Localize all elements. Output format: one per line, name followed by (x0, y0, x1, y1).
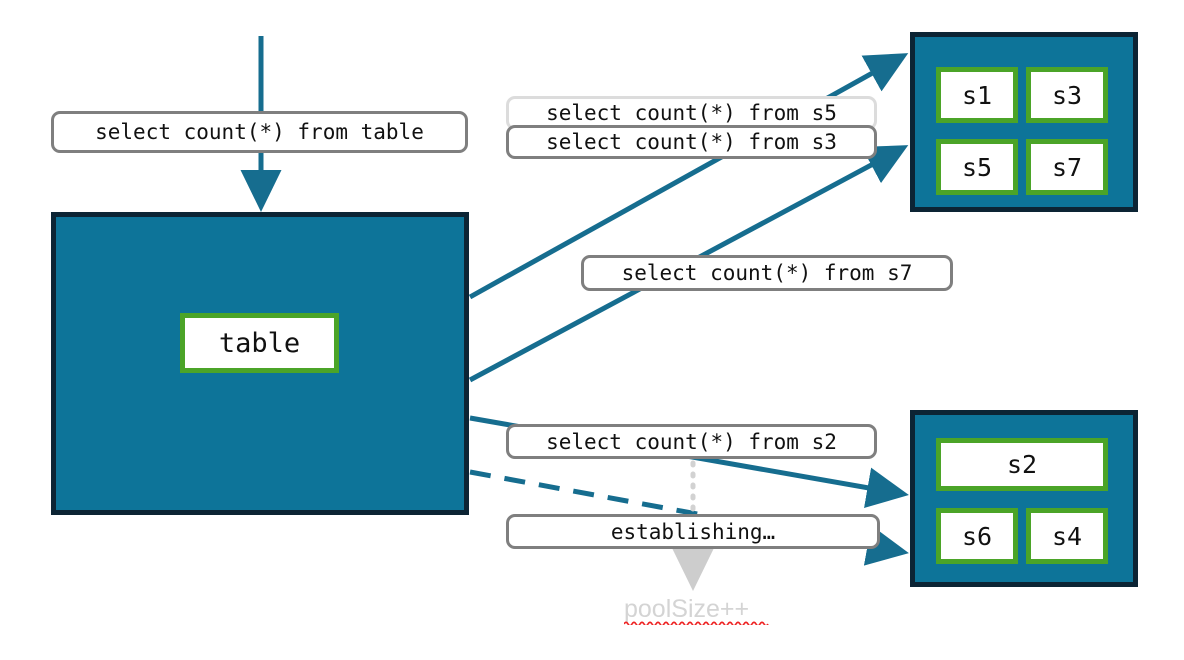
node-s6[interactable]: s6 (936, 508, 1018, 564)
pill-query-s3-label: select count(*) from s3 (546, 130, 837, 154)
node-s6-label: s6 (961, 521, 993, 551)
node-s7[interactable]: s7 (1026, 139, 1108, 195)
pill-root-query-label: select count(*) from table (95, 120, 424, 144)
node-table-label: table (218, 327, 301, 359)
node-s1[interactable]: s1 (936, 67, 1018, 123)
pill-establishing-label: establishing… (610, 519, 776, 544)
node-table[interactable]: table (180, 313, 339, 373)
poolsize-text: poolSize++ (624, 595, 749, 624)
node-s4[interactable]: s4 (1026, 508, 1108, 564)
pill-query-s7-label: select count(*) from s7 (621, 261, 913, 285)
table-panel (51, 212, 469, 515)
node-s5-label: s5 (961, 152, 993, 182)
node-s4-label: s4 (1051, 521, 1083, 551)
node-s5[interactable]: s5 (936, 139, 1018, 195)
node-s2[interactable]: s2 (936, 438, 1108, 491)
node-s7-label: s7 (1051, 152, 1083, 182)
pill-query-s7[interactable]: select count(*) from s7 (581, 255, 953, 291)
pill-query-s2[interactable]: select count(*) from s2 (506, 424, 877, 459)
node-s1-label: s1 (961, 80, 993, 110)
node-s3-label: s3 (1051, 80, 1083, 110)
poolsize-label: poolSize++ (624, 595, 750, 623)
node-s2-label: s2 (1006, 450, 1038, 479)
pill-query-s3[interactable]: select count(*) from s3 (506, 125, 877, 159)
pill-query-s5-label: select count(*) from s5 (546, 101, 837, 125)
spellcheck-squiggle (624, 621, 769, 625)
pill-root-query[interactable]: select count(*) from table (51, 111, 468, 153)
pill-establishing[interactable]: establishing… (506, 514, 880, 549)
pill-query-s2-label: select count(*) from s2 (546, 429, 837, 454)
node-s3[interactable]: s3 (1026, 67, 1108, 123)
